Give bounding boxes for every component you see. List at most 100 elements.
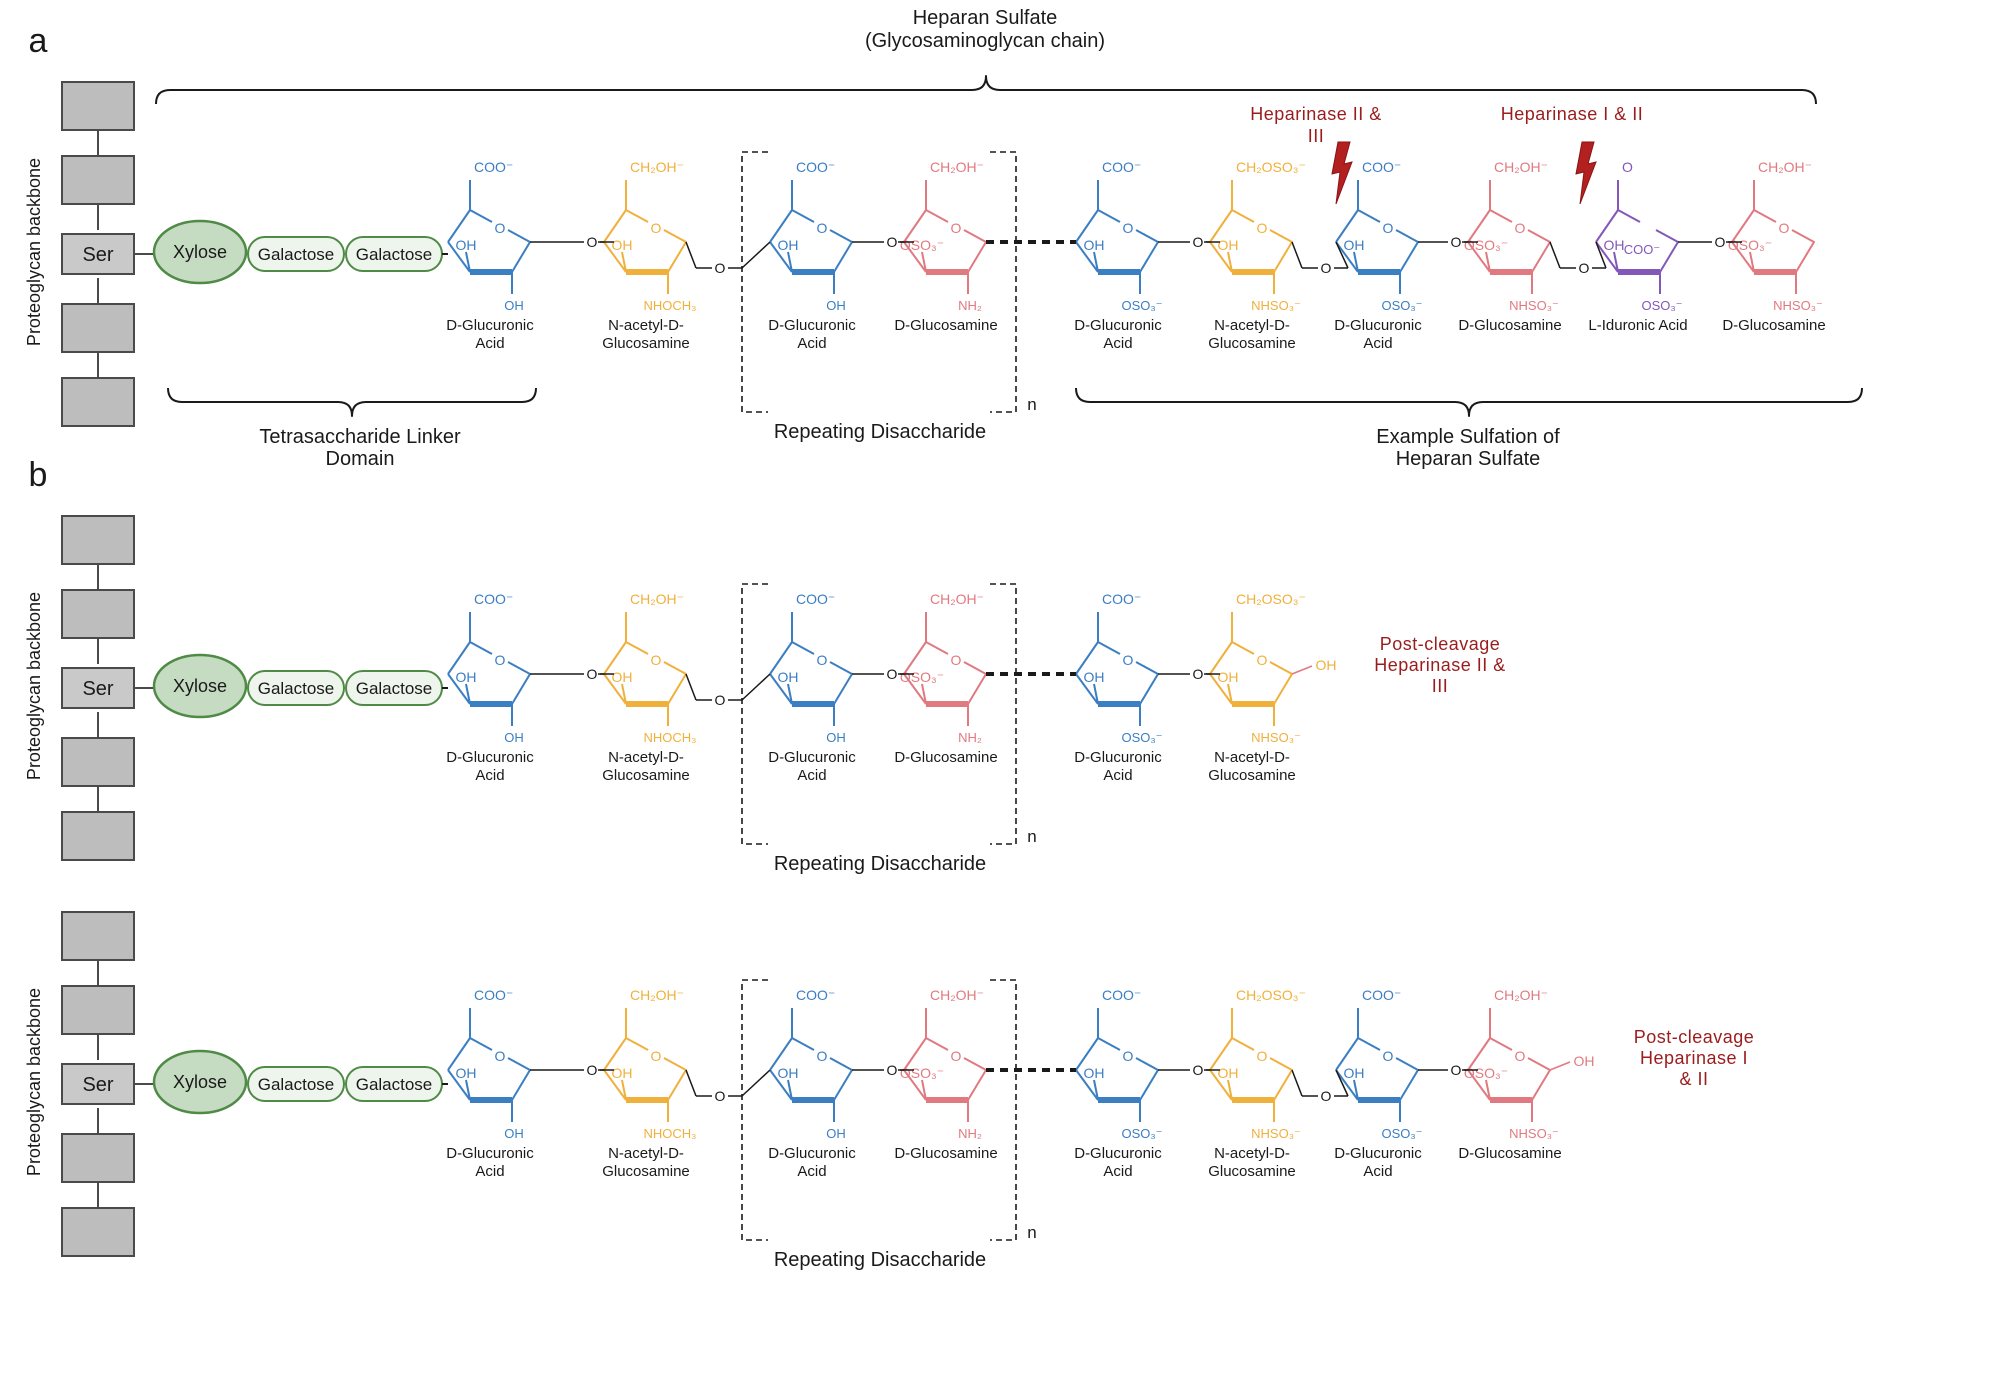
ring-edge xyxy=(829,229,853,273)
glycosidic-bond xyxy=(1549,241,1561,269)
sugar-top-group: CH₂OH⁻ xyxy=(1494,987,1548,1003)
terminal-oh: OH xyxy=(1574,1053,1595,1069)
sugar-bottom-group: OH xyxy=(504,298,524,313)
sugar-bottom-group: NHSO₃⁻ xyxy=(1251,298,1301,313)
sugar-inner-group: COO⁻ xyxy=(1624,242,1660,257)
glycosidic-oxygen: O xyxy=(887,1062,898,1078)
bond-left xyxy=(465,251,471,273)
ring-edge xyxy=(1209,241,1233,273)
sugar-name: D-Glucosamine xyxy=(894,1145,997,1162)
ring-edge xyxy=(1467,241,1491,273)
sugar-bottom-group: NHOCH₃ xyxy=(644,730,697,745)
backbone-box xyxy=(61,303,135,353)
sugar-name: N-acetyl-D- xyxy=(608,1145,684,1162)
sugar-bottom-group: NH₂ xyxy=(958,298,982,313)
sugar-name: D-Glucuronic xyxy=(446,1145,534,1162)
ring-edge xyxy=(903,673,927,705)
galactose-label-2: Galactose xyxy=(356,245,433,264)
sugar-name: D-Glucosamine xyxy=(1458,317,1561,334)
glycosidic-oxygen: O xyxy=(887,234,898,250)
sugar-left-group: OH xyxy=(778,237,799,253)
ring-oxygen: O xyxy=(1257,652,1268,668)
ring-edge xyxy=(663,1057,687,1101)
sugar-top-group: CH₂OSO₃⁻ xyxy=(1236,159,1306,175)
sugar-name: D-Glucuronic xyxy=(768,1145,856,1162)
sugar-bottom-group: OSO₃⁻ xyxy=(1641,298,1682,313)
bond-left xyxy=(787,251,793,273)
sugar-left-group: OH xyxy=(1218,237,1239,253)
glycosidic-oxygen: O xyxy=(1321,1088,1332,1104)
sugar-left-group: OH xyxy=(612,669,633,685)
sugar-name: D-Glucosamine xyxy=(894,749,997,766)
sugar-top-group: COO⁻ xyxy=(1362,987,1401,1003)
heparan-sulfate-brace xyxy=(155,75,1817,105)
ring-oxygen: O xyxy=(1779,220,1790,236)
sugar-left-group: OSO₃⁻ xyxy=(900,1065,944,1081)
terminal-oh: OH xyxy=(1316,657,1337,673)
ring-edge xyxy=(447,241,471,273)
ring-edge xyxy=(1269,229,1293,273)
sugar-bottom-group: OSO₃⁻ xyxy=(1121,1126,1162,1141)
ring-edge xyxy=(963,229,987,273)
bond-left xyxy=(1227,683,1233,705)
sugar-left-group: OSO₃⁻ xyxy=(900,237,944,253)
sugar-name: D-Glucuronic xyxy=(446,749,534,766)
sugar-left-group: OH xyxy=(1084,669,1105,685)
sugar-bottom-group: NH₂ xyxy=(958,1126,982,1141)
ring-oxygen: O xyxy=(817,1048,828,1064)
bond-left xyxy=(1093,251,1099,273)
bond-left xyxy=(921,1079,927,1101)
sugar-name: D-Glucuronic xyxy=(768,749,856,766)
terminal-bond xyxy=(1549,1061,1571,1071)
sugar-left-group: OH xyxy=(1344,237,1365,253)
xylose-node xyxy=(152,1049,248,1115)
sugar-bottom-group: NHOCH₃ xyxy=(644,1126,697,1141)
sugar-bottom-group: NHSO₃⁻ xyxy=(1773,298,1823,313)
repeat-n: n xyxy=(1027,395,1036,414)
ring-edge xyxy=(603,241,627,273)
sugar-bottom-group: NHSO₃⁻ xyxy=(1251,730,1301,745)
ring-edge xyxy=(963,1057,987,1101)
cleavage-bolt-1 xyxy=(1331,141,1353,205)
post-cleavage-line2: Heparinase I xyxy=(1640,1048,1748,1068)
ring-edge xyxy=(903,1069,927,1101)
sugar-left-group: OH xyxy=(456,1065,477,1081)
linker-brace xyxy=(167,387,537,417)
ring-edge xyxy=(1209,1069,1233,1101)
glycosidic-bond xyxy=(685,673,697,701)
sugar-left-group: OH xyxy=(778,1065,799,1081)
sugar-name-line2: Acid xyxy=(797,767,826,784)
ring-edge xyxy=(1731,241,1755,273)
bond-left xyxy=(1227,1079,1233,1101)
sugar-bottom-group: OH xyxy=(826,1126,846,1141)
ring-edge xyxy=(1527,1057,1551,1101)
ring-edge xyxy=(769,241,793,273)
ring-oxygen: O xyxy=(1257,1048,1268,1064)
sugar-top-group: COO⁻ xyxy=(796,987,835,1003)
ser-box xyxy=(61,233,135,275)
xylose-label: Xylose xyxy=(173,242,227,262)
repeat-label: Repeating Disaccharide xyxy=(774,421,986,443)
sugar-top-group: CH₂OSO₃⁻ xyxy=(1236,987,1306,1003)
bond-left xyxy=(1093,683,1099,705)
xylose-label: Xylose xyxy=(173,1072,227,1092)
sugar-top-group: CH₂OH⁻ xyxy=(930,987,984,1003)
sugar-name-line2: Glucosamine xyxy=(1208,767,1296,784)
ring-edge xyxy=(1135,661,1159,705)
example-label-line1: Example Sulfation of xyxy=(1376,426,1560,448)
sugar-left-group: OH xyxy=(456,237,477,253)
sugar-left-group: OH xyxy=(456,669,477,685)
glycosidic-bond xyxy=(685,241,697,269)
linker-label-line2: Domain xyxy=(326,448,395,470)
glycosidic-oxygen: O xyxy=(1451,234,1462,250)
sugar-name-line2: Glucosamine xyxy=(602,1163,690,1180)
ring-oxygen: O xyxy=(651,652,662,668)
